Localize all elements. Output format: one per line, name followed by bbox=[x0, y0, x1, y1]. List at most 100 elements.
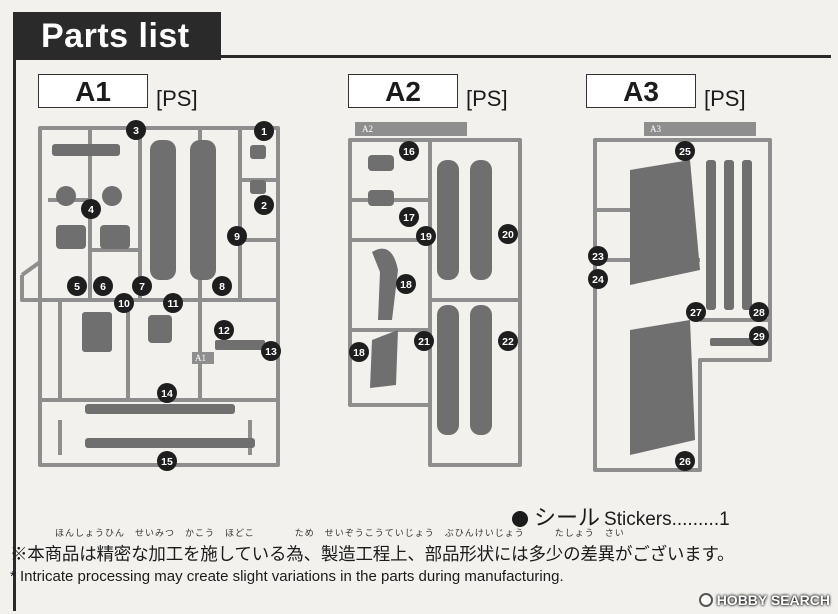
sprue-a3-parts bbox=[630, 160, 760, 455]
svg-text:18: 18 bbox=[400, 279, 412, 291]
a1-part-leg-left bbox=[150, 140, 176, 280]
a3-part-shield-upper bbox=[630, 160, 700, 285]
sprue-a3-tag: A3 bbox=[644, 122, 756, 136]
svg-text:19: 19 bbox=[420, 231, 432, 243]
sprue-material-a2: [PS] bbox=[466, 86, 508, 111]
sprue-a2-parts bbox=[368, 155, 492, 435]
part-badge-3: 3 bbox=[126, 120, 146, 140]
a3-part-rod-a bbox=[724, 160, 734, 310]
sprue-material-a3: [PS] bbox=[704, 86, 746, 111]
part-badge-18b: 18 bbox=[349, 342, 369, 362]
a3-part-29 bbox=[710, 338, 760, 346]
a1-part-13 bbox=[215, 340, 265, 350]
svg-text:8: 8 bbox=[219, 281, 225, 293]
part-badge-29: 29 bbox=[749, 326, 769, 346]
part-badge-28: 28 bbox=[749, 302, 769, 322]
a2-part-19 bbox=[437, 160, 459, 280]
part-badge-2: 2 bbox=[254, 195, 274, 215]
svg-text:1: 1 bbox=[261, 126, 267, 138]
part-badge-12: 12 bbox=[214, 320, 234, 340]
a1-part-leg-right bbox=[190, 140, 216, 280]
a2-part-21 bbox=[437, 305, 459, 435]
bullet-dot-icon bbox=[512, 511, 528, 527]
a3-part-shield-lower bbox=[630, 320, 695, 455]
stickers-label-jp: シール bbox=[534, 505, 601, 530]
svg-text:12: 12 bbox=[218, 325, 230, 337]
watermark-logo-icon bbox=[698, 593, 713, 607]
svg-text:24: 24 bbox=[592, 274, 604, 286]
a2-part-hand-b bbox=[368, 190, 394, 206]
stickers-label-en: Stickers.........1 bbox=[604, 509, 730, 530]
svg-text:16: 16 bbox=[403, 146, 415, 158]
a1-part-box bbox=[82, 312, 112, 352]
sprue-a1-parts bbox=[52, 140, 266, 448]
svg-text:13: 13 bbox=[265, 346, 277, 358]
part-badge-5: 5 bbox=[67, 276, 87, 296]
part-badge-8: 8 bbox=[212, 276, 232, 296]
sprue-label-a1: A1 bbox=[38, 74, 148, 108]
sprue-a2 bbox=[348, 138, 522, 467]
a2-part-18-lower bbox=[370, 330, 398, 388]
part-badge-23: 23 bbox=[588, 246, 608, 266]
a1-part-barrel-14 bbox=[85, 404, 235, 414]
page-title: Parts list bbox=[13, 12, 221, 60]
a1-part-joint-a bbox=[56, 186, 76, 206]
svg-text:18: 18 bbox=[353, 347, 365, 359]
svg-text:15: 15 bbox=[161, 456, 173, 468]
a1-part-joint-b bbox=[102, 186, 122, 206]
svg-text:7: 7 bbox=[139, 281, 145, 293]
svg-text:3: 3 bbox=[133, 125, 139, 137]
part-badge-25: 25 bbox=[675, 141, 695, 161]
svg-text:5: 5 bbox=[74, 281, 80, 293]
svg-text:14: 14 bbox=[161, 388, 173, 400]
svg-text:27: 27 bbox=[690, 307, 702, 319]
watermark-text: HOBBY SEARCH bbox=[716, 592, 830, 608]
part-badge-19: 19 bbox=[416, 226, 436, 246]
svg-text:25: 25 bbox=[679, 146, 691, 158]
part-badge-16: 16 bbox=[399, 141, 419, 161]
svg-text:4: 4 bbox=[88, 204, 94, 216]
svg-text:23: 23 bbox=[592, 251, 604, 263]
note-english: * Intricate processing may create slight… bbox=[10, 568, 564, 585]
svg-text:26: 26 bbox=[679, 456, 691, 468]
part-badge-9: 9 bbox=[227, 226, 247, 246]
svg-text:21: 21 bbox=[418, 336, 430, 348]
part-badge-15: 15 bbox=[157, 451, 177, 471]
a2-part-hand-a bbox=[368, 155, 394, 171]
svg-text:22: 22 bbox=[502, 336, 514, 348]
svg-text:20: 20 bbox=[502, 229, 514, 241]
part-badge-21: 21 bbox=[414, 331, 434, 351]
part-badge-7: 7 bbox=[132, 276, 152, 296]
part-badge-17: 17 bbox=[399, 207, 419, 227]
svg-text:17: 17 bbox=[403, 212, 415, 224]
a2-part-22 bbox=[470, 305, 492, 435]
svg-text:9: 9 bbox=[234, 231, 240, 243]
svg-text:2: 2 bbox=[261, 200, 267, 212]
part-badges: 1 2 3 4 5 6 7 8 9 10 11 12 13 14 15 16 1… bbox=[67, 120, 769, 471]
a1-part-1 bbox=[250, 145, 266, 159]
part-badge-4: 4 bbox=[81, 199, 101, 219]
sprue-label-a3: A3 bbox=[586, 74, 696, 108]
note-japanese: ※本商品は精密な加工を施している為、製造工程上、部品形状には多少の差異がございま… bbox=[10, 544, 735, 564]
part-badge-13: 13 bbox=[261, 341, 281, 361]
note-furigana: ほんしょうひん せいみつ かこう ほどこ ため せいぞうこうていじょう ぶひんけ… bbox=[55, 528, 625, 538]
watermark: HOBBY SEARCH bbox=[698, 592, 830, 608]
part-badge-11: 11 bbox=[163, 293, 183, 313]
sprue-label-a2: A2 bbox=[348, 74, 458, 108]
sprue-a2-tag: A2 bbox=[355, 122, 467, 136]
a1-part-arm-b bbox=[100, 225, 130, 249]
svg-text:6: 6 bbox=[100, 281, 106, 293]
sprue-material-a1: [PS] bbox=[156, 86, 198, 111]
page-frame bbox=[13, 55, 831, 611]
svg-text:10: 10 bbox=[118, 298, 130, 310]
part-badge-10: 10 bbox=[114, 293, 134, 313]
part-badge-27: 27 bbox=[686, 302, 706, 322]
part-badge-14: 14 bbox=[157, 383, 177, 403]
svg-text:28: 28 bbox=[753, 307, 765, 319]
a2-part-18-upper bbox=[372, 248, 398, 320]
part-badge-1: 1 bbox=[254, 121, 274, 141]
a1-part-barrel-15 bbox=[85, 438, 255, 448]
part-badge-22: 22 bbox=[498, 331, 518, 351]
a1-part-2 bbox=[250, 180, 266, 194]
